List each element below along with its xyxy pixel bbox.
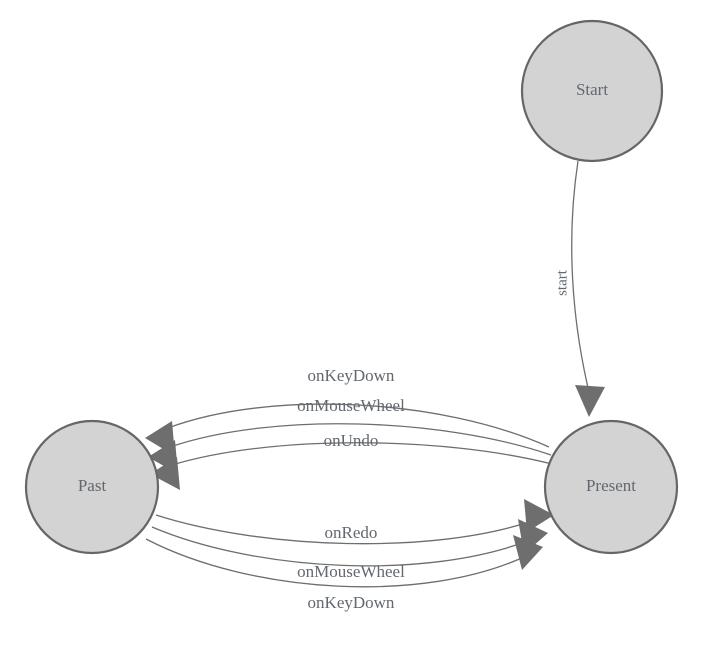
edge-present-to-past-onundo[interactable]: onUndo <box>150 431 553 490</box>
edge-past-to-present-onredo-path <box>155 514 533 545</box>
edge-present-to-past-onkeydown-path <box>167 403 550 448</box>
edge-present-to-past-onundo-arrowhead <box>150 457 180 490</box>
edge-start-to-present-path <box>571 160 590 393</box>
edge-past-to-present-onredo-arrowhead <box>524 499 554 532</box>
edge-label-start: start <box>554 269 570 296</box>
edge-start-to-present-arrowhead <box>575 385 605 417</box>
node-past-label: Past <box>78 476 107 495</box>
edge-past-to-present-onkeydown-arrowhead <box>513 535 543 570</box>
edge-past-to-present-onkeydown[interactable]: onKeyDown <box>145 535 543 612</box>
edge-label-past-to-present-onredo: onRedo <box>325 523 378 542</box>
edge-label-present-to-past-onundo: onUndo <box>324 431 379 450</box>
node-start-circle <box>520 19 664 163</box>
edge-present-to-past-onmousewheel-path <box>169 423 552 456</box>
edge-present-to-past-onundo-path <box>171 442 553 466</box>
node-past-circle <box>24 419 160 555</box>
edge-past-to-present-onmousewheel-path <box>151 526 531 567</box>
node-present-circle <box>543 419 679 555</box>
edge-label-present-to-past-onkeydown: onKeyDown <box>308 366 395 385</box>
node-present-label: Present <box>586 476 636 495</box>
edge-start-to-present[interactable]: start <box>554 160 605 417</box>
node-start-label: Start <box>576 80 608 99</box>
edge-past-to-present-onkeydown-path <box>145 538 527 588</box>
edge-past-to-present-onredo[interactable]: onRedo <box>155 499 554 545</box>
node-past[interactable]: Past <box>24 419 160 555</box>
edge-label-present-to-past-onmousewheel: onMouseWheel <box>297 396 405 415</box>
edge-label-past-to-present-onkeydown: onKeyDown <box>308 593 395 612</box>
node-present[interactable]: Present <box>543 419 679 555</box>
node-start[interactable]: Start <box>520 19 664 163</box>
edge-label-past-to-present-onmousewheel: onMouseWheel <box>297 562 405 581</box>
